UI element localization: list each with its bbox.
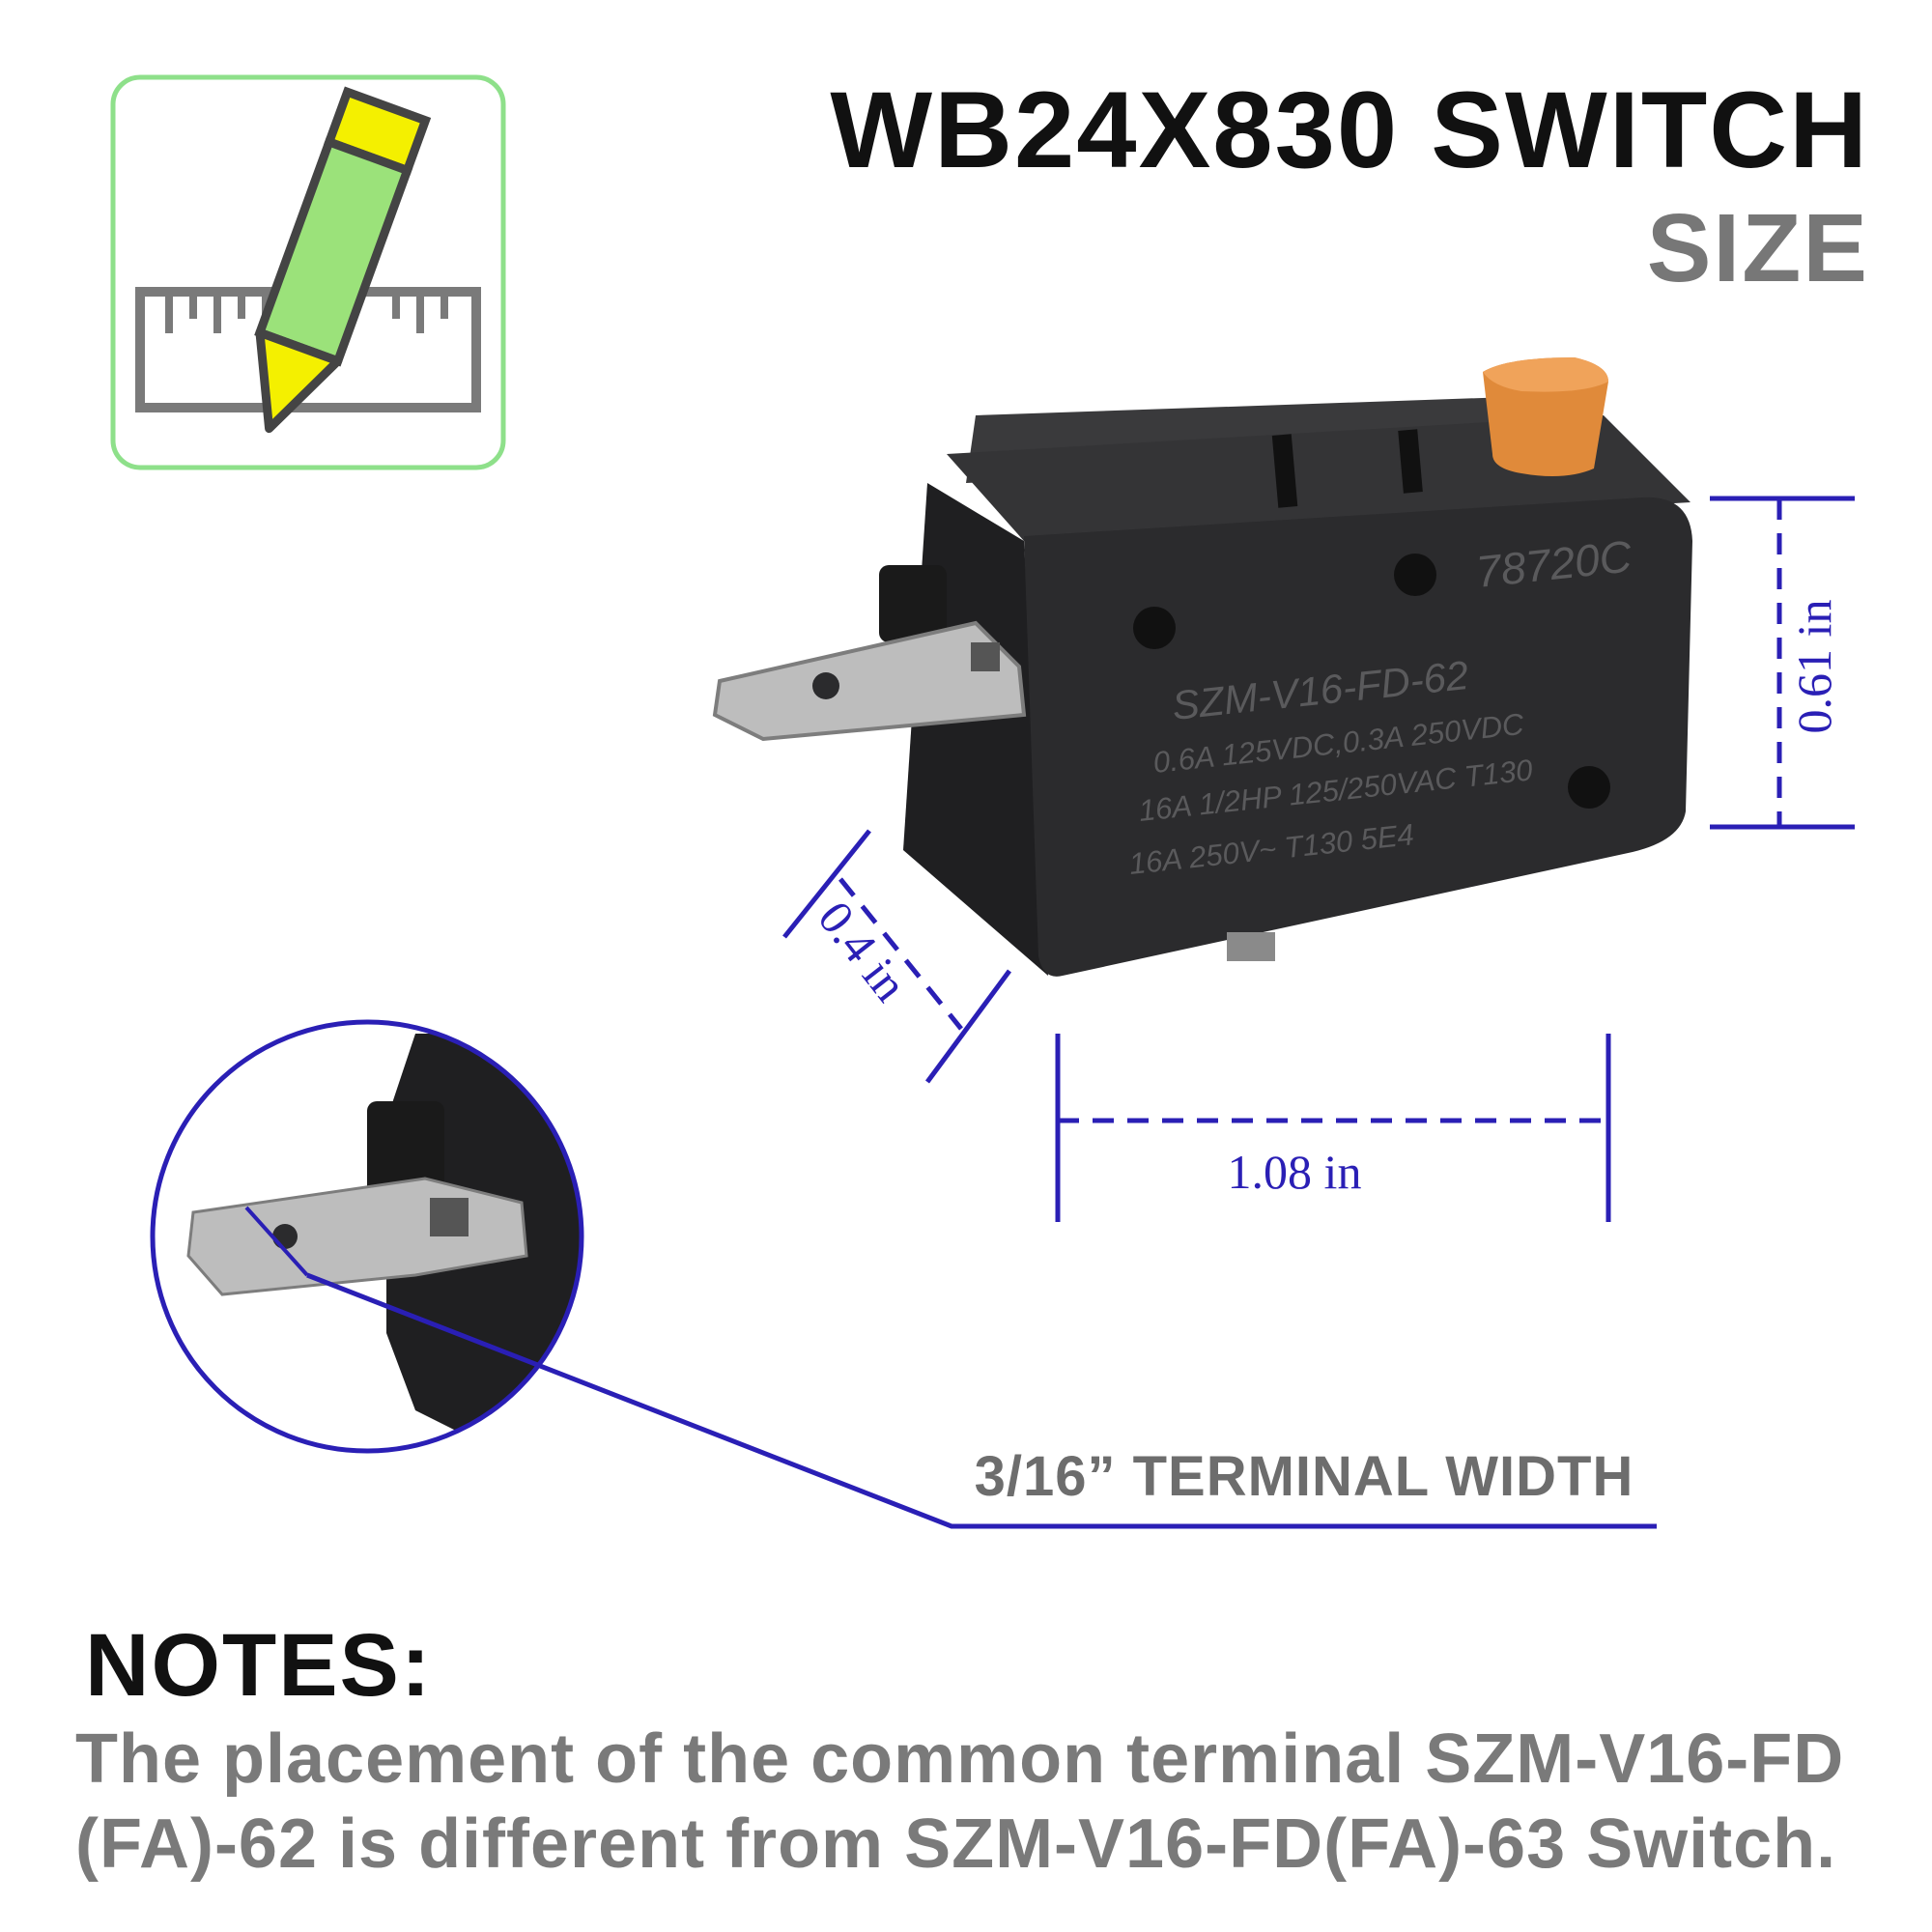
width-label: 1.08 in [1228,1145,1362,1199]
ruler-pencil-icon [110,74,506,470]
terminal-magnifier [150,1019,1657,1529]
page-subtitle: SIZE [1646,194,1869,302]
notes-heading: NOTES: [85,1616,433,1715]
notes-text-line-1: The placement of the common terminal SZM… [75,1720,1845,1798]
height-dimension [1710,496,1855,830]
page-title: WB24X830 SWITCH [830,70,1869,190]
terminal-width-callout-label: 3/16” TERMINAL WIDTH [974,1445,1634,1508]
width-dimension [1055,1034,1611,1222]
notes-text-line-2: (FA)-62 is different from SZM-V16-FD(FA)… [75,1805,1837,1883]
depth-dimension [782,829,1012,1084]
height-label: 0.61 in [1787,600,1841,734]
depth-label: 0.4 in [808,891,918,1010]
microswitch-photo [712,357,1692,977]
